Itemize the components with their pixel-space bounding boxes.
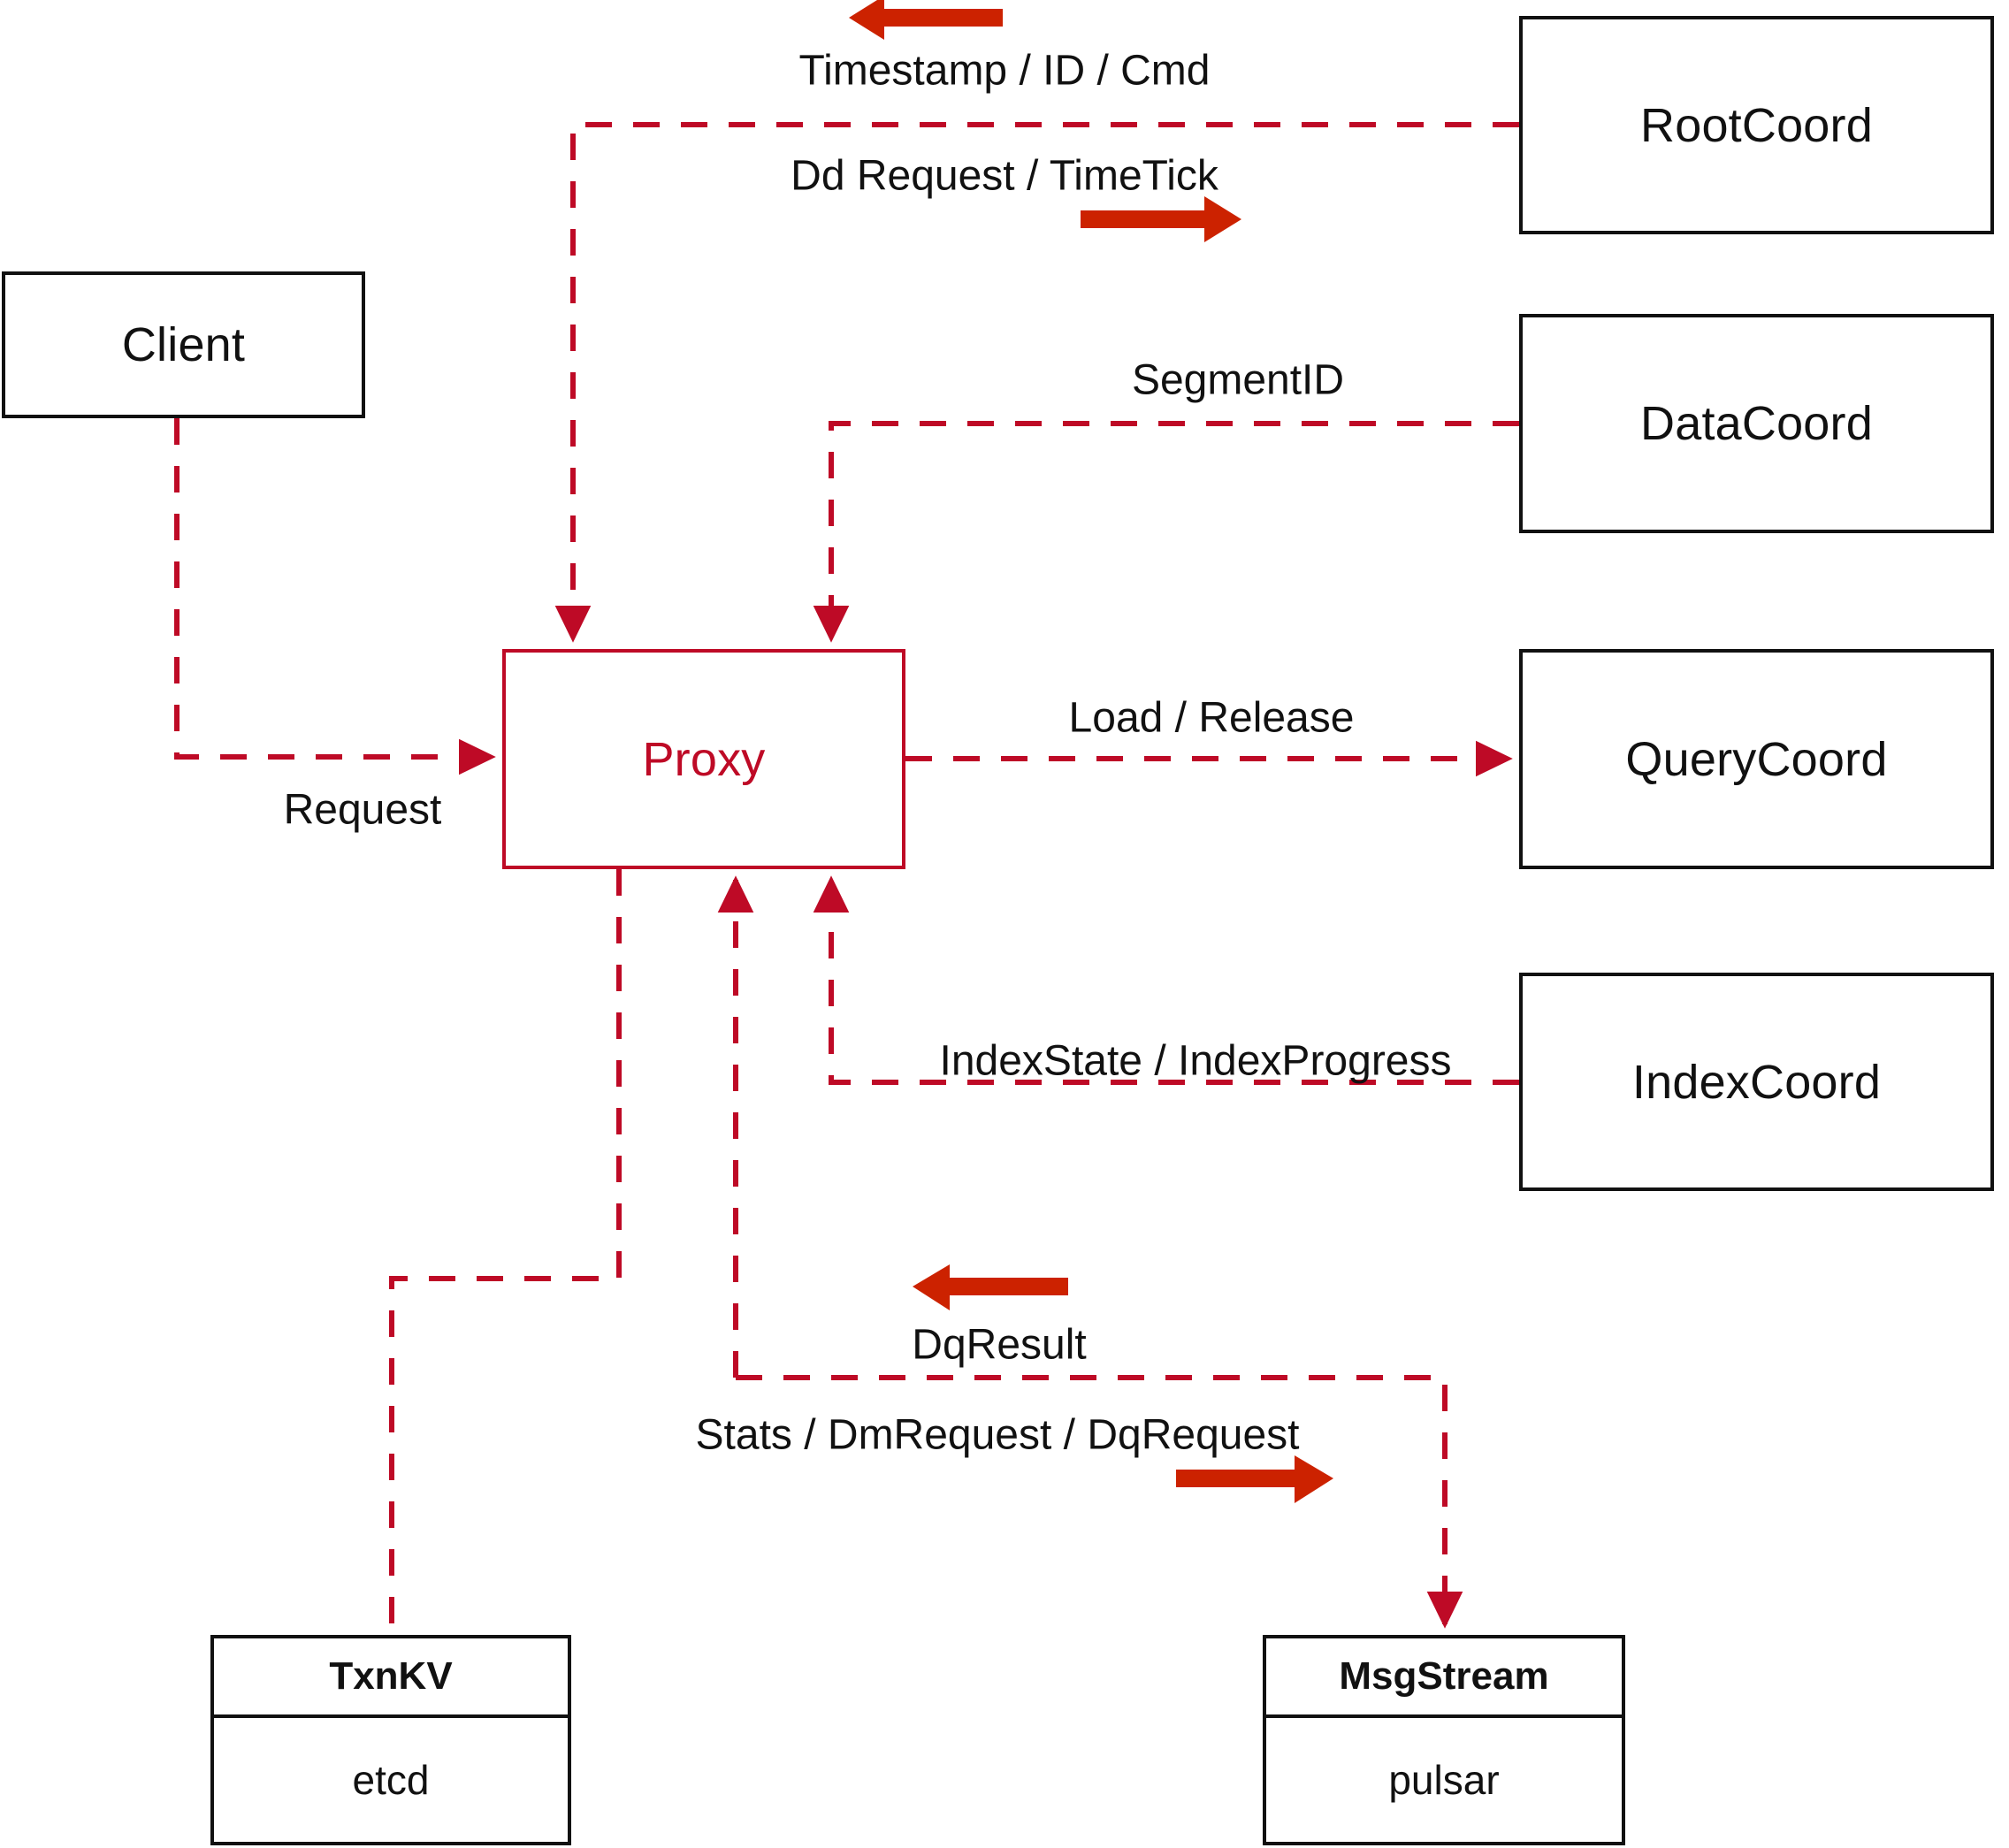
node-client[interactable]: Client	[2, 271, 365, 418]
store-msgstream-title: MsgStream	[1266, 1638, 1622, 1718]
arrow-left-icon-dqresult	[913, 1264, 1068, 1310]
store-txnkv[interactable]: TxnKV etcd	[210, 1635, 571, 1845]
edge-label-timestamp-id-cmd: Timestamp / ID / Cmd	[798, 47, 1211, 95]
arrow-left-icon-timestamp	[849, 0, 1003, 40]
edge-rootcoord-to-proxy	[554, 122, 1519, 643]
node-datacoord-label: DataCoord	[1640, 397, 1873, 450]
edge-label-dq-result: DqResult	[912, 1321, 1087, 1369]
edge-datacoord-to-proxy	[813, 421, 1519, 643]
node-rootcoord-label: RootCoord	[1640, 98, 1873, 152]
edge-label-request: Request	[283, 786, 442, 834]
edge-client-to-proxy	[174, 418, 496, 775]
node-datacoord[interactable]: DataCoord	[1519, 314, 1994, 533]
store-msgstream[interactable]: MsgStream pulsar	[1263, 1635, 1625, 1845]
edge-label-segment-id: SegmentID	[1131, 356, 1345, 404]
store-txnkv-body: etcd	[352, 1757, 430, 1803]
edge-label-index-state-progress: IndexState / IndexProgress	[939, 1037, 1452, 1085]
store-msgstream-body: pulsar	[1388, 1757, 1500, 1803]
edge-label-dd-request-timetick: Dd Request / TimeTick	[791, 152, 1218, 200]
edge-label-stats-dm-dq-request: Stats / DmRequest / DqRequest	[695, 1411, 1300, 1459]
node-proxy[interactable]: Proxy	[502, 649, 905, 869]
arrow-right-icon-dqrequest	[1176, 1455, 1333, 1503]
node-rootcoord[interactable]: RootCoord	[1519, 16, 1994, 234]
edge-indexcoord-to-proxy	[813, 875, 1519, 1085]
node-proxy-label: Proxy	[642, 732, 766, 786]
node-client-label: Client	[121, 318, 246, 371]
node-querycoord[interactable]: QueryCoord	[1519, 649, 1994, 869]
edge-label-load-release: Load / Release	[1068, 694, 1355, 742]
node-querycoord-label: QueryCoord	[1625, 732, 1888, 786]
node-indexcoord[interactable]: IndexCoord	[1519, 973, 1994, 1191]
edge-proxy-to-txnkv	[389, 869, 622, 1635]
node-indexcoord-label: IndexCoord	[1631, 1055, 1882, 1109]
store-txnkv-title: TxnKV	[214, 1638, 568, 1718]
edge-proxy-to-msgstream	[736, 1375, 1463, 1629]
arrow-right-icon-ddrequest	[1081, 196, 1241, 242]
